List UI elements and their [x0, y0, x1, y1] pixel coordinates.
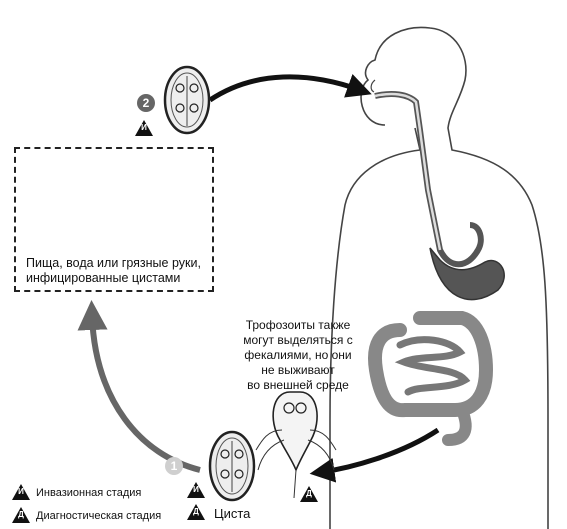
step-2-marker: 2: [137, 94, 155, 112]
note-line-2: могут выделяться с: [243, 333, 353, 347]
caption-line-2: инфицированные цистами: [26, 271, 181, 285]
legend-diagnostic-label: Диагностическая стадия: [36, 510, 162, 522]
contamination-source-box: Пища, вода или грязные руки, инфицирован…: [14, 147, 214, 292]
invasive-badge-bottom: И: [187, 482, 205, 498]
badge-letter: Д: [306, 489, 312, 498]
caption-line-1: Пища, вода или грязные руки,: [26, 256, 201, 270]
badge-letter: И: [141, 123, 147, 132]
diagnostic-badge-trophozoite: Д: [300, 486, 318, 502]
contamination-source-caption: Пища, вода или грязные руки, инфицирован…: [26, 256, 216, 286]
large-intestine: [368, 311, 494, 418]
badge-letter: И: [193, 485, 199, 494]
invasive-badge-top: И: [135, 120, 153, 136]
badge-letter: Д: [18, 510, 24, 519]
cyst-label: Циста: [214, 506, 251, 521]
arrow-to-cyst: [309, 427, 440, 483]
legend-diagnostic-icon: Д: [12, 507, 30, 523]
human-body: [329, 26, 549, 529]
digestive-tract: [368, 91, 505, 446]
note-line-3: фекалиями, но они: [244, 348, 352, 362]
cyst-top: [163, 65, 211, 135]
trophozoite: [255, 391, 337, 499]
small-intestine: [394, 336, 471, 396]
badge-letter: Д: [193, 507, 199, 516]
diagnostic-badge-cyst: Д: [187, 504, 205, 520]
legend-invasive-icon: И: [12, 484, 30, 500]
arrow-to-source: [77, 300, 201, 473]
note-line-1: Трофозоиты также: [245, 318, 351, 332]
note-line-5: во внешней среде: [247, 378, 349, 392]
cyst-bottom: [208, 430, 256, 502]
stomach: [429, 247, 505, 301]
arrow-to-mouth: [208, 74, 372, 103]
legend-invasive-label: Инвазионная стадия: [36, 487, 142, 499]
badge-letter: И: [18, 487, 24, 496]
trophozoite-note: Трофозоиты также могут выделяться с фека…: [233, 318, 363, 393]
note-line-4: не выживают: [261, 363, 335, 377]
step-1-marker: 1: [165, 457, 183, 475]
